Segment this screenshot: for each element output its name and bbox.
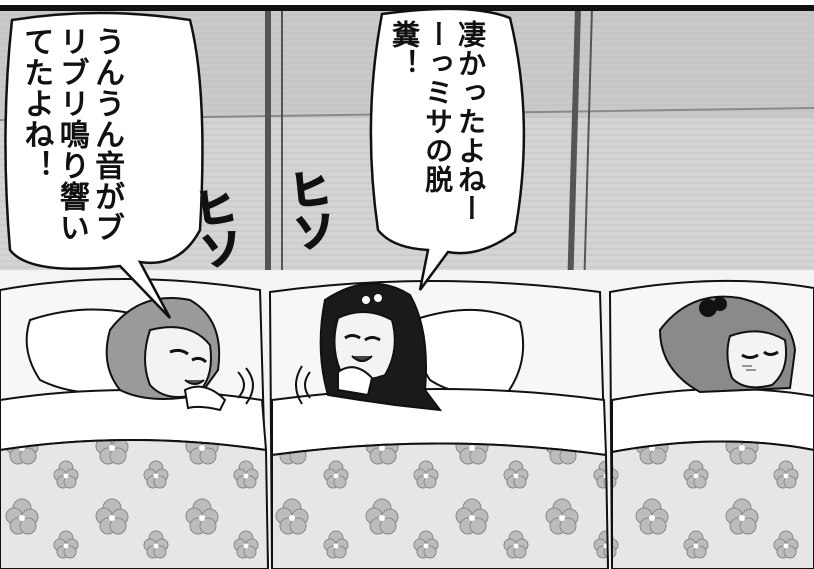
sfx-whisper-2: ヒソ xyxy=(280,165,340,256)
character-left xyxy=(105,297,254,412)
character-right xyxy=(658,295,797,394)
speech-bubble-left xyxy=(4,11,204,319)
sfx-whisper-1: ヒソ xyxy=(184,182,246,274)
speech-text-center: 凄かったよねーーっミサの脱糞！ xyxy=(388,20,488,223)
speech-text-left: うんうん音がブリブリ鳴り響いてたよね！ xyxy=(18,26,125,243)
character-center xyxy=(295,282,443,412)
speech-bubble-center xyxy=(369,7,526,291)
